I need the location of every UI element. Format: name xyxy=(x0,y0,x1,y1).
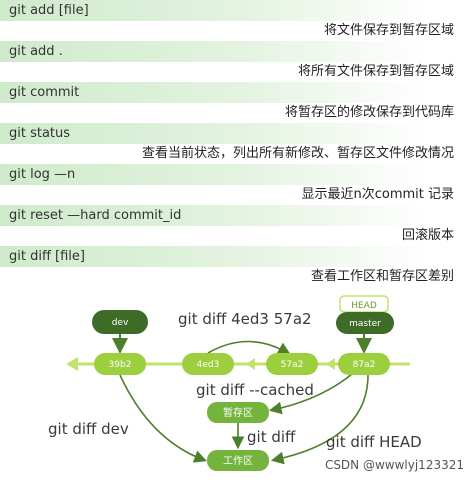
command-description: 回滚版本 xyxy=(401,228,454,243)
commit-label: 4ed3 xyxy=(197,360,220,370)
command-description: 查看工作区和暂存区差别 xyxy=(310,269,454,284)
command-text: git log —n xyxy=(0,164,474,185)
branch-master-label: master xyxy=(349,319,381,329)
commit-label: 87a2 xyxy=(353,360,376,370)
history-arrow-head xyxy=(326,358,335,370)
working-directory-label: 工作区 xyxy=(223,455,253,467)
staging-area-node xyxy=(207,402,269,423)
diff-commits-arc xyxy=(207,340,291,355)
history-arrow-head xyxy=(246,358,255,370)
head-label: HEAD xyxy=(351,301,377,311)
command-item: git add . 将所有文件保存到暂存区域 xyxy=(0,41,474,82)
command-list: git add [file] 将文件保存到暂存区域 git add . 将所有文… xyxy=(0,0,474,287)
diff-cached-arrow xyxy=(268,373,353,415)
working-directory-node xyxy=(207,450,269,471)
command-item: git diff [file] 查看工作区和暂存区差别 xyxy=(0,246,474,287)
commit-label: 57a2 xyxy=(281,360,304,370)
command-text: git add . xyxy=(0,41,474,62)
command-item: git log —n 显示最近n次commit 记录 xyxy=(0,164,474,205)
branch-master-node xyxy=(336,312,394,334)
branch-dev-label: dev xyxy=(112,318,129,328)
command-description: 查看当前状态，列出所有新修改、暂存区文件修改情况 xyxy=(141,146,454,161)
command-item: git reset —hard commit_id 回滚版本 xyxy=(0,205,474,246)
commit-label: 39b2 xyxy=(109,360,132,370)
command-text: git diff [file] xyxy=(0,246,474,267)
commit-node xyxy=(94,353,146,375)
command-description: 将暂存区的修改保存到代码库 xyxy=(284,105,454,120)
diff-label: git diff xyxy=(247,428,296,446)
command-description: 将所有文件保存到暂存区域 xyxy=(297,64,454,79)
diff-cached-label: git diff --cached xyxy=(196,381,314,399)
command-text: git commit xyxy=(0,82,474,103)
staging-area-label: 暂存区 xyxy=(223,406,253,419)
commit-node xyxy=(266,353,318,375)
diff-head-arrow xyxy=(270,374,369,465)
diff-head-label: git diff HEAD xyxy=(326,433,422,451)
command-item: git add [file] 将文件保存到暂存区域 xyxy=(0,0,474,41)
history-arrow-head xyxy=(66,357,78,371)
watermark: CSDN @wwwlyj123321 xyxy=(324,458,464,472)
commit-node xyxy=(182,353,234,375)
branch-dev-node xyxy=(92,310,148,334)
command-item: git commit 将暂存区的修改保存到代码库 xyxy=(0,82,474,123)
command-text: git status xyxy=(0,123,474,144)
diff-dev-label: git diff dev xyxy=(48,420,129,438)
command-description: 将文件保存到暂存区域 xyxy=(323,23,454,38)
commit-node xyxy=(338,353,390,375)
diff-dev-arrow xyxy=(119,374,208,463)
command-text: git reset —hard commit_id xyxy=(0,205,474,226)
command-item: git status 查看当前状态，列出所有新修改、暂存区文件修改情况 xyxy=(0,123,474,164)
command-text: git add [file] xyxy=(0,0,474,21)
command-description: 显示最近n次commit 记录 xyxy=(301,187,454,202)
diff-commits-label: git diff 4ed3 57a2 xyxy=(178,310,312,328)
